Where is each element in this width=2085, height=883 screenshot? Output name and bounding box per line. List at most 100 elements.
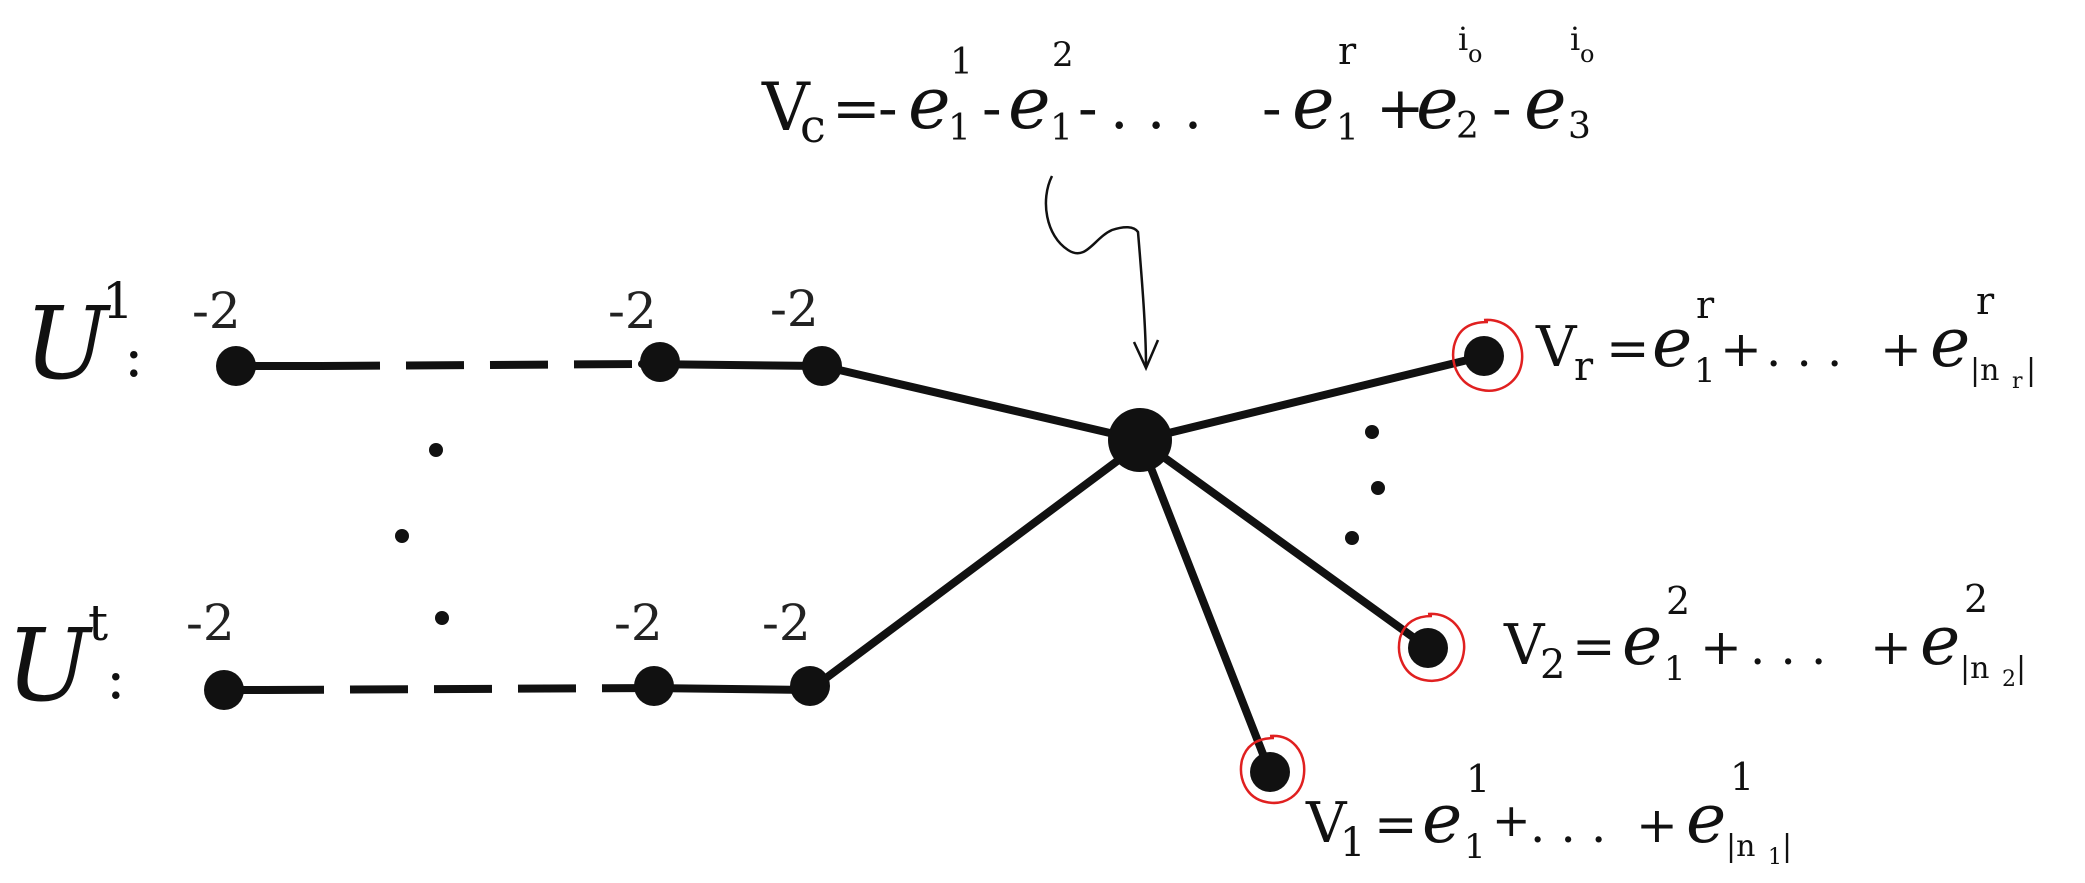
svg-text:r: r	[1976, 279, 1995, 323]
svg-text:i: i	[1458, 20, 1468, 58]
svg-text::: :	[106, 644, 126, 712]
svg-text:|: |	[1782, 829, 1792, 864]
svg-text:e: e	[1292, 61, 1335, 145]
edge-u1-dashed	[321, 360, 643, 370]
svg-text:-: -	[982, 74, 1002, 142]
svg-text:o: o	[1580, 40, 1594, 68]
svg-text:e: e	[908, 61, 951, 145]
svg-text:2: 2	[1666, 579, 1690, 623]
svg-text:1: 1	[950, 42, 973, 83]
vr-highlight-ring	[1451, 318, 1524, 393]
svg-text:+: +	[1492, 793, 1531, 847]
vertex-v2	[1408, 628, 1448, 668]
leaf-vr-sub: r	[1574, 344, 1594, 390]
leaf-highlights	[1239, 318, 1524, 805]
svg-text:1: 1	[1694, 351, 1716, 391]
leaf-label-vr: V r = e r 1 + . . . + e r |n r |	[1535, 279, 2036, 394]
legs-ellipsis	[395, 443, 449, 625]
leg-label-u1: U 1 :	[24, 272, 144, 402]
svg-text:r: r	[1696, 283, 1715, 327]
svg-text:+: +	[1636, 796, 1678, 854]
graph-edges	[220, 352, 1488, 776]
svg-text:-: -	[1492, 74, 1512, 142]
svg-text:|: |	[2016, 651, 2026, 686]
svg-text:e: e	[1008, 61, 1051, 145]
svg-text:. . .: . . .	[1110, 74, 1202, 142]
pointer-arrowhead	[1132, 339, 1160, 372]
svg-text:-: -	[1078, 74, 1098, 142]
svg-text:1: 1	[1464, 827, 1486, 867]
leaf-v2-name: V	[1503, 613, 1546, 678]
svg-text:|n: |n	[1726, 829, 1755, 864]
edge-center-to-v2	[1136, 436, 1432, 652]
edge-u1-to-center	[818, 362, 1144, 444]
leg-label-u1-sup: 1	[102, 272, 134, 330]
svg-text:e: e	[1920, 602, 1960, 681]
svg-text:e: e	[1686, 780, 1726, 859]
svg-text:1: 1	[1730, 755, 1754, 799]
svg-text:+: +	[1720, 320, 1762, 378]
svg-text:2: 2	[1964, 577, 1988, 621]
edge-center-to-v1	[1136, 436, 1274, 776]
svg-text:V: V	[761, 69, 811, 146]
svg-text:2: 2	[1052, 35, 1074, 75]
edge-ut-dashed	[265, 684, 649, 694]
weight-u1-3: -2	[770, 280, 819, 338]
leaves-ellipsis	[1345, 425, 1385, 545]
svg-text:. . .: . . .	[1766, 322, 1842, 378]
weight-ut-3: -2	[762, 594, 811, 652]
svg-text:=: =	[1374, 795, 1418, 855]
weight-u1-2: -2	[608, 282, 657, 340]
vertex-u1-3	[802, 346, 842, 386]
leg-label-ut-sup: t	[88, 594, 108, 652]
v1-highlight-ring	[1239, 734, 1306, 805]
svg-text:|n: |n	[1970, 353, 1999, 388]
vertex-u1-1	[216, 346, 256, 386]
pointer-arrow	[1044, 175, 1148, 367]
leaf-label-v2: V 2 = e 2 1 + . . . + e 2 |n 2 |	[1503, 577, 2026, 692]
svg-text:. . .: . . .	[1750, 620, 1826, 676]
leg-label-ut-letter: U	[6, 607, 94, 724]
edge-ut-segment	[644, 684, 814, 694]
svg-text:+: +	[1880, 320, 1922, 378]
svg-text:+: +	[1376, 74, 1425, 142]
svg-text:o: o	[1468, 40, 1482, 68]
svg-text:1: 1	[1336, 108, 1359, 149]
v2-highlight-ring	[1397, 612, 1466, 682]
svg-text:e: e	[1622, 602, 1662, 681]
svg-text:c: c	[800, 99, 826, 153]
svg-text:2: 2	[1456, 106, 1479, 147]
svg-text:e: e	[1930, 304, 1970, 383]
vertex-v1	[1250, 752, 1290, 792]
leaf-vr-name: V	[1535, 315, 1578, 380]
weight-ut-1: -2	[186, 594, 235, 652]
edge-center-to-vr	[1136, 352, 1488, 444]
edge-ut-to-center	[806, 440, 1144, 694]
leg-label-ut: U t :	[6, 594, 126, 724]
svg-text:1: 1	[1768, 845, 1782, 870]
svg-text:1: 1	[948, 108, 971, 149]
graph-vertices	[204, 336, 1504, 792]
svg-text:=: =	[1606, 319, 1650, 379]
svg-text:r: r	[2012, 369, 2023, 394]
leaf-v1-sub: 1	[1340, 820, 1365, 866]
svg-text:e: e	[1422, 780, 1462, 859]
leaf-v2-sub: 2	[1540, 642, 1565, 688]
svg-text:2: 2	[2002, 667, 2016, 692]
vertex-weights: -2 -2 -2 -2 -2 -2	[186, 280, 819, 652]
svg-text:|n: |n	[1960, 651, 1989, 686]
svg-text:-: -	[1262, 74, 1282, 142]
vertex-ut-2	[634, 666, 674, 706]
weight-u1-1: -2	[192, 282, 241, 340]
svg-text:e: e	[1652, 304, 1692, 383]
leaf-label-v1: V 1 = e 1 1 + . . . + e 1 |n 1 |	[1305, 755, 1792, 870]
svg-text:+: +	[1870, 618, 1912, 676]
svg-text::: :	[124, 322, 144, 390]
svg-text:i: i	[1570, 20, 1580, 58]
svg-text:e: e	[1524, 61, 1567, 145]
vertex-vr	[1464, 336, 1504, 376]
vertex-u1-2	[640, 342, 680, 382]
vertex-ut-3	[790, 666, 830, 706]
svg-text:1: 1	[1664, 649, 1686, 689]
